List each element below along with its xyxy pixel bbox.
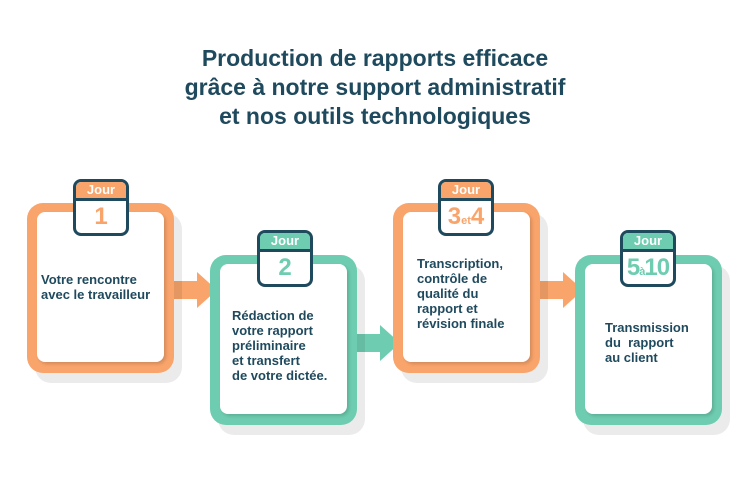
- day-number: 1: [76, 201, 126, 233]
- badge-label: Jour: [441, 182, 491, 201]
- step-text-line: au client: [605, 350, 658, 365]
- step-text-line: avec le travailleur: [41, 287, 151, 302]
- step-text-line: Transcription,: [417, 256, 503, 271]
- day-value: 2: [278, 254, 292, 281]
- step-card-4: [575, 255, 722, 425]
- day-value: 1: [94, 203, 108, 230]
- diagram-title: Production de rapports efficace grâce à …: [0, 44, 750, 131]
- step-text-line: contrôle de: [417, 271, 488, 286]
- day-separator: à: [639, 266, 645, 278]
- badge-label: Jour: [76, 182, 126, 201]
- step-text-line: Rédaction de: [232, 308, 314, 323]
- step-text-line: et transfert: [232, 353, 300, 368]
- day-number: 5à10: [623, 252, 673, 284]
- day-value: 5: [626, 254, 640, 281]
- day-separator: et: [461, 215, 471, 227]
- day-number: 3et4: [441, 201, 491, 233]
- day-value: 4: [470, 203, 485, 230]
- step-text-line: du rapport: [605, 335, 674, 350]
- step-1-text: Votre rencontre avec le travailleur: [41, 272, 150, 302]
- day-number: 2: [260, 252, 310, 284]
- title-line: Production de rapports efficace: [201, 45, 549, 71]
- step-card-2: [210, 255, 357, 425]
- step-text-line: préliminaire: [232, 338, 306, 353]
- step-text-line: qualité du: [417, 286, 479, 301]
- day-value: 3: [447, 203, 462, 230]
- badge-label: Jour: [260, 233, 310, 252]
- calendar-badge-1: Jour 1: [73, 179, 129, 236]
- title-line: grâce à notre support administratif: [184, 74, 566, 100]
- calendar-badge-4: Jour 5à10: [620, 230, 676, 287]
- step-text-line: rapport et: [417, 301, 478, 316]
- step-text-line: Transmission: [605, 320, 689, 335]
- step-text-line: révision finale: [417, 316, 505, 331]
- step-text-line: Votre rencontre: [41, 272, 137, 287]
- calendar-badge-2: Jour 2: [257, 230, 313, 287]
- step-text-line: votre rapport: [232, 323, 313, 338]
- step-text-line: de votre dictée.: [232, 368, 328, 383]
- calendar-badge-3: Jour 3et4: [438, 179, 494, 236]
- step-2-text: Rédaction de votre rapport préliminaire …: [232, 308, 327, 383]
- day-value: 10: [644, 254, 670, 281]
- step-4-text: Transmission du rapport au client: [605, 320, 689, 365]
- step-3-text: Transcription, contrôle de qualité du ra…: [417, 256, 504, 331]
- badge-label: Jour: [623, 233, 673, 252]
- title-line: et nos outils technologiques: [219, 103, 531, 129]
